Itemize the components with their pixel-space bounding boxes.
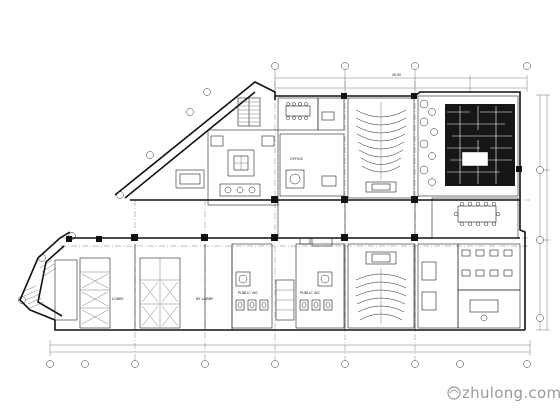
left-axis-bubbles xyxy=(18,88,211,304)
right-axis-bubbles xyxy=(536,166,544,322)
restrooms: PUBLIC WC PUBLIC WC xyxy=(231,237,345,329)
south-east-offices xyxy=(417,243,521,329)
top-middle-rooms: OFFICE xyxy=(277,97,345,197)
toilet-b-label: PUBLIC WC xyxy=(300,291,321,295)
watermark-logo-icon xyxy=(447,386,461,400)
office-label: OFFICE xyxy=(290,157,304,161)
top-axis-bubbles xyxy=(271,62,531,70)
partitions xyxy=(134,200,416,330)
auditorium-north xyxy=(347,97,415,199)
conference-room-east xyxy=(431,197,519,239)
top-total-dimension: 98.60 xyxy=(392,73,401,77)
auditorium-south xyxy=(347,243,415,329)
lobby-block xyxy=(175,97,279,206)
toilet-a-label: PUBLIC WC xyxy=(238,291,259,295)
top-dimension-lines: 98.60 xyxy=(274,73,528,92)
west-core: LOBBY BY LOBBY xyxy=(21,257,214,329)
hatched-room xyxy=(417,95,519,197)
exterior-walls xyxy=(19,81,526,331)
bottom-axis-bubbles xyxy=(46,360,531,368)
watermark-text: zhulong.com xyxy=(462,384,560,402)
right-dimension-lines xyxy=(536,94,550,331)
west-hall-label: LOBBY xyxy=(112,297,124,301)
bottom-dimension-lines xyxy=(49,340,531,356)
columns xyxy=(66,93,522,242)
